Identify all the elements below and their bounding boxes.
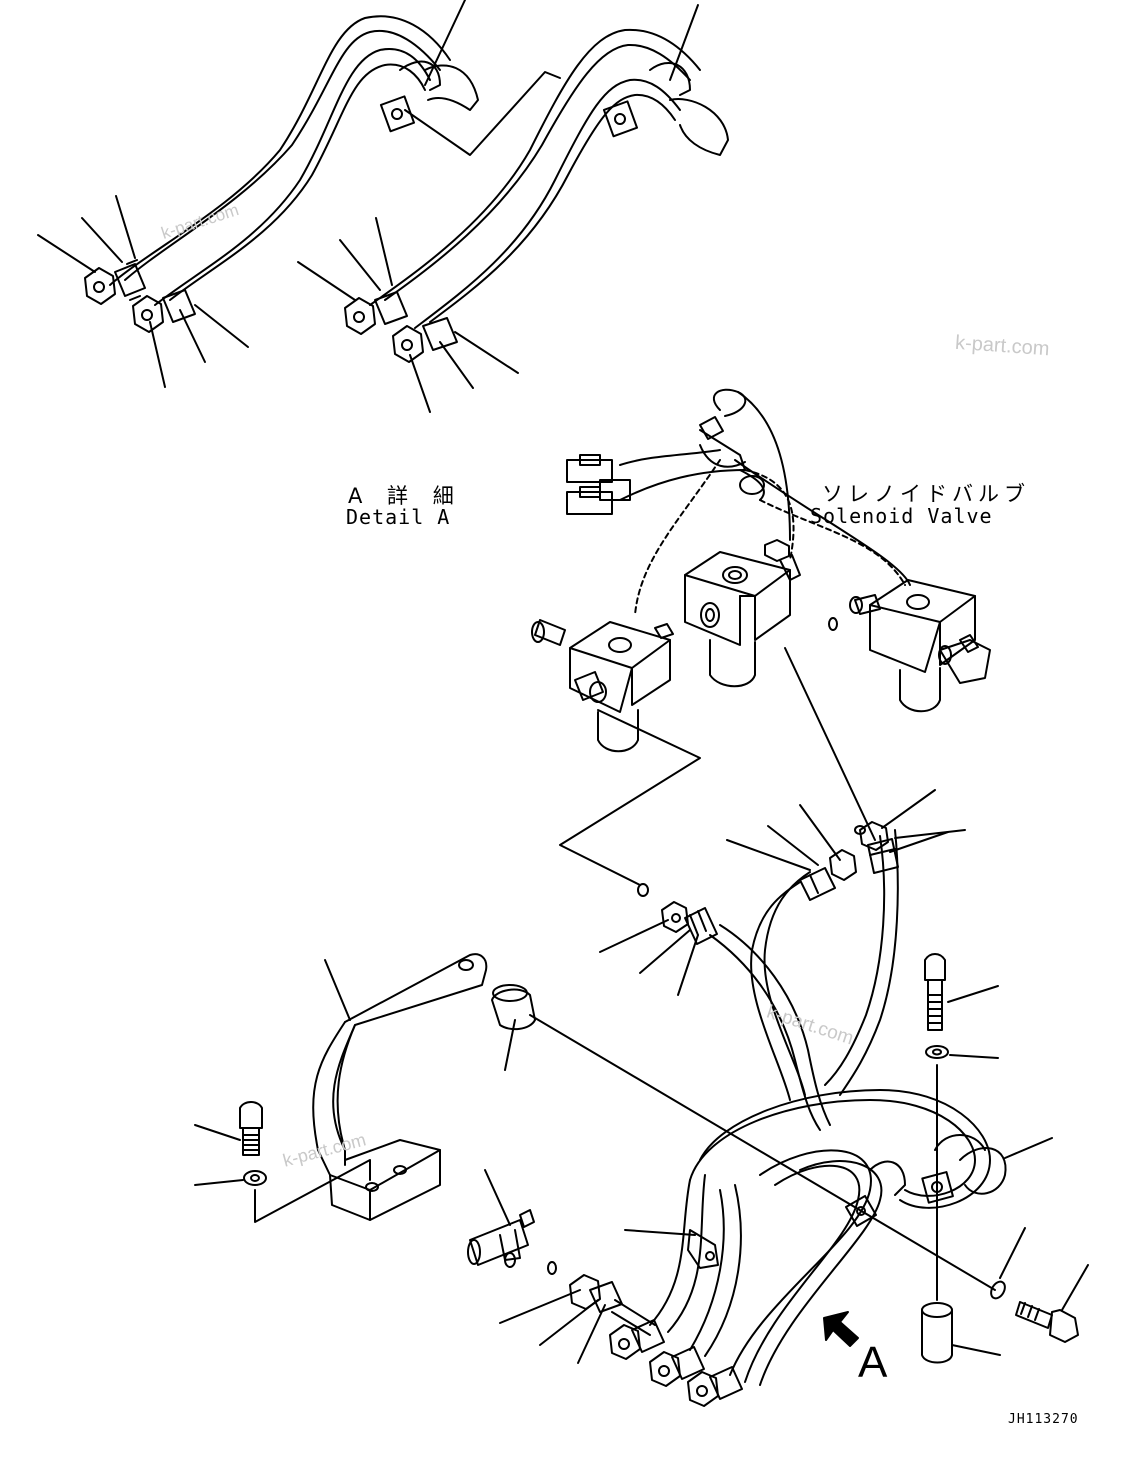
collar-upper xyxy=(491,984,996,1291)
hose-leaders xyxy=(624,1137,1053,1236)
bolt-left xyxy=(194,1101,267,1186)
detail-a-title: Detail A xyxy=(346,505,451,529)
detail-a-left-hoses xyxy=(37,0,561,388)
detail-a-right-hoses xyxy=(297,4,729,413)
detail-a-title-jp: A 詳 細 xyxy=(348,484,463,508)
solenoid-valve-title: Solenoid Valve xyxy=(810,504,993,528)
view-a-label: A xyxy=(858,1338,888,1387)
tee-fitting xyxy=(467,1169,557,1275)
solenoid-valve-left xyxy=(531,619,674,753)
collar-lower xyxy=(921,1302,1001,1364)
arrow-icon xyxy=(823,1311,859,1347)
lower-hose-fittings xyxy=(499,1274,743,1407)
drawing-code: JH113270 xyxy=(1008,1412,1079,1427)
detail-a-connector-lines xyxy=(559,617,876,897)
solenoid-valve-right xyxy=(849,579,991,713)
solenoid-valve-center xyxy=(684,539,801,688)
solenoid-valve-wiring xyxy=(566,388,911,616)
bolt-right-horizontal xyxy=(990,1227,1089,1343)
solenoid-valve-title-jp: ソレノイドバルブ xyxy=(822,482,1030,506)
main-hose-bundle xyxy=(649,829,1007,1386)
bracket xyxy=(254,953,488,1223)
upper-hose-fittings xyxy=(599,789,966,996)
bolt-right-vertical xyxy=(924,953,999,1301)
